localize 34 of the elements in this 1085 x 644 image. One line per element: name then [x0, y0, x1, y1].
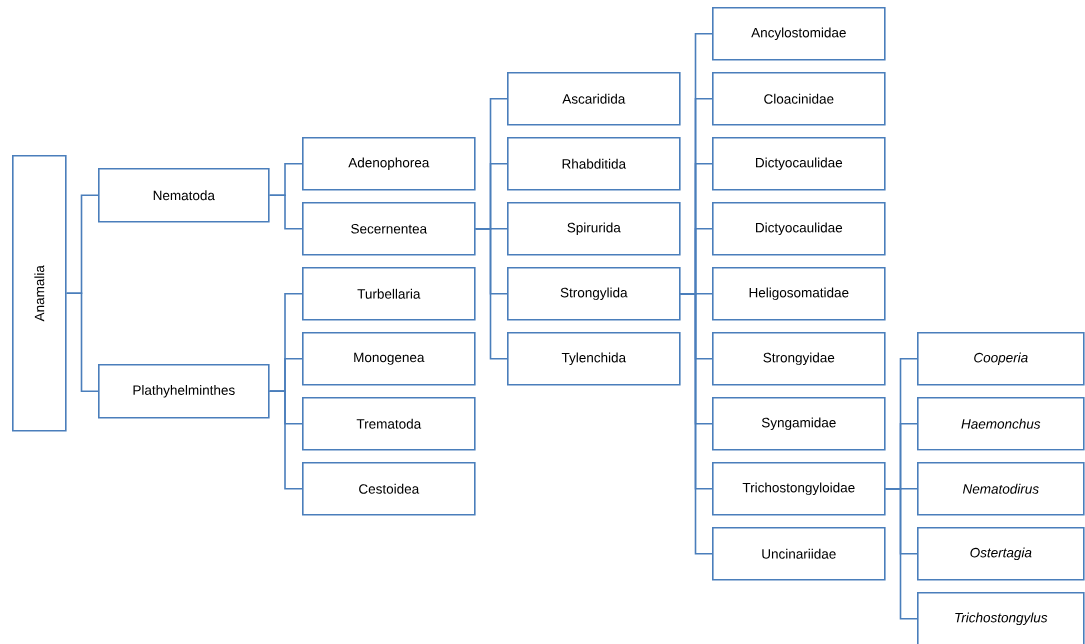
taxon-box: Dictyocaulidae [712, 202, 886, 256]
taxon-box: Anamalia [12, 155, 67, 432]
taxon-box: Nematoda [98, 168, 270, 223]
connector [474, 228, 508, 360]
taxon-box: Tylenchida [507, 332, 681, 386]
taxon-box: Adenophorea [302, 137, 476, 191]
taxon-box: Nematodirus [917, 462, 1085, 516]
connector [65, 292, 99, 393]
connector [679, 293, 713, 555]
taxon-box: Cooperia [917, 332, 1085, 386]
taxon-box: Trichostongyloidae [712, 462, 886, 516]
taxon-box: Plathyhelminthes [98, 364, 270, 419]
taxon-box: Ancylostomidae [712, 7, 886, 61]
taxon-box: Dictyocaulidae [712, 137, 886, 191]
taxon-box: Heligosomatidae [712, 267, 886, 321]
connector [884, 488, 918, 620]
taxon-box: Syngamidae [712, 397, 886, 451]
connector [268, 194, 303, 230]
taxon-box: Cestoidea [302, 462, 476, 516]
taxon-box: Spirurida [507, 202, 681, 256]
taxon-box: Turbellaria [302, 267, 476, 321]
taxon-box: Secernentea [302, 202, 476, 256]
connector [268, 390, 303, 490]
taxon-box: Monogenea [302, 332, 476, 386]
taxon-box: Strongylida [507, 267, 681, 321]
taxon-box: Ascaridida [507, 72, 681, 126]
taxon-box: Rhabditida [507, 137, 681, 191]
taxon-box: Strongyidae [712, 332, 886, 386]
taxon-box: Haemonchus [917, 397, 1085, 451]
taxon-box: Cloacinidae [712, 72, 886, 126]
taxon-box: Ostertagia [917, 527, 1085, 581]
taxon-box: Uncinariidae [712, 527, 886, 581]
taxon-box: Trematoda [302, 397, 476, 451]
taxon-box: Trichostongylus [917, 592, 1085, 644]
